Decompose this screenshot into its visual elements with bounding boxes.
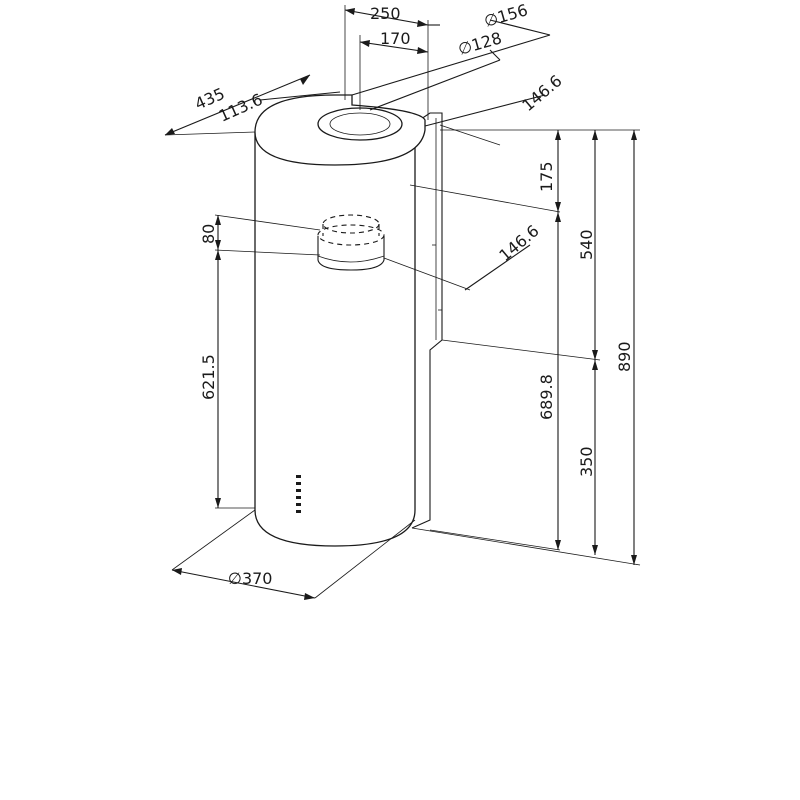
control-button-5 [296, 503, 301, 506]
dim-top-section-height: 175 [537, 161, 556, 192]
dim-collar-height: 80 [199, 224, 218, 244]
dim-chimney-inner-width: 170 [380, 29, 411, 48]
control-button-6 [296, 510, 301, 513]
extension-lines [164, 5, 641, 599]
arrowheads [165, 8, 637, 600]
dim-outlet-from-bottom: 689.8 [537, 374, 556, 420]
dim-total-height: 890 [615, 341, 634, 372]
hood-cylinder [254, 94, 426, 547]
control-button-3 [296, 489, 301, 492]
dim-collar-to-bottom: 621.5 [199, 354, 218, 400]
dim-lower-height: 350 [577, 446, 596, 477]
dim-top-outlet-distance: 146.6 [518, 71, 565, 115]
control-button-2 [296, 482, 301, 485]
exhaust-collar [317, 214, 385, 271]
dim-bracket-height: 540 [577, 229, 596, 260]
dim-chimney-width: 250 [370, 4, 401, 23]
dim-outlet-outer-diameter: ∅156 [482, 0, 530, 31]
control-button-4 [296, 496, 301, 499]
control-button-1 [296, 475, 301, 478]
control-buttons [296, 475, 301, 513]
dim-inner-outlet-distance: 146.6 [495, 221, 542, 265]
dimension-lines [164, 9, 635, 599]
dim-hood-diameter: ∅370 [228, 569, 272, 588]
dim-outlet-inner-diameter: ∅128 [456, 28, 504, 59]
